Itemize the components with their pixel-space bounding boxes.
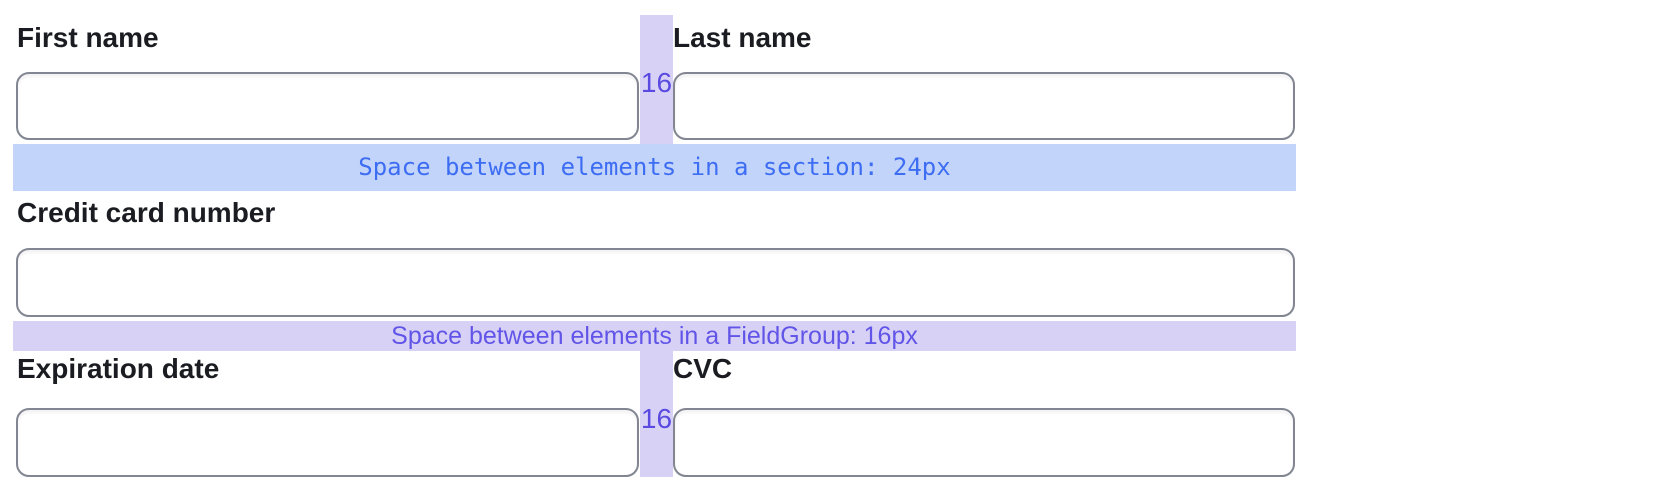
- cvc-label: CVC: [673, 353, 733, 384]
- card-number-label: Credit card number: [17, 197, 276, 228]
- expiration-date-input[interactable]: [16, 408, 639, 477]
- row2-gap-size-label: 16: [640, 403, 673, 434]
- row1-gap-size-label: 16: [640, 67, 673, 98]
- card-number-input[interactable]: [16, 248, 1295, 317]
- last-name-input[interactable]: [673, 72, 1295, 140]
- first-name-label: First name: [17, 22, 159, 53]
- cvc-input[interactable]: [673, 408, 1295, 477]
- section-space-band: Space between elements in a section: 24p…: [13, 144, 1296, 191]
- last-name-label: Last name: [673, 22, 812, 53]
- row2-gap-highlight-bar: [640, 350, 673, 477]
- first-name-input[interactable]: [16, 72, 639, 140]
- expiration-date-label: Expiration date: [17, 353, 220, 384]
- fieldgroup-space-band: Space between elements in a FieldGroup: …: [13, 321, 1296, 351]
- row1-gap-highlight-bar: [640, 15, 673, 144]
